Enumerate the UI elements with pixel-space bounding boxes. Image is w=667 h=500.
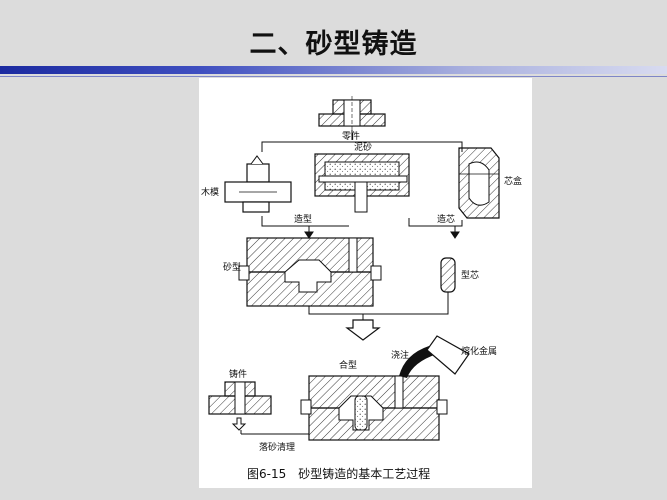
wood-pattern-drawing	[224, 155, 292, 213]
label-part: 零件	[342, 130, 360, 142]
label-assembly: 合型	[339, 359, 357, 371]
process-diagram: 零件 木模 泥砂 芯盒 造型 造芯	[199, 78, 532, 488]
part-drawing	[318, 96, 386, 130]
connector-middle	[261, 216, 463, 239]
casting-drawing	[208, 381, 309, 435]
label-casting: 铸件	[229, 368, 247, 380]
core-box-drawing	[458, 147, 500, 219]
label-mud-core: 泥砂	[354, 141, 372, 153]
label-wood-pattern: 木模	[201, 186, 219, 198]
connector-top	[261, 130, 463, 152]
label-core: 型芯	[461, 269, 479, 281]
core-sand-drawing	[314, 153, 410, 213]
label-molding: 造型	[294, 213, 312, 225]
label-molten-metal: 熔化金属	[461, 345, 497, 357]
label-core-making: 造芯	[437, 213, 455, 225]
assembled-mold-drawing	[300, 375, 448, 441]
label-shakeout: 落砂清理	[259, 441, 295, 453]
pouring-drawing	[399, 335, 470, 378]
slide-title: 二、砂型铸造	[249, 29, 418, 60]
label-pouring: 浇注	[391, 349, 409, 361]
connector-bottom	[308, 292, 449, 341]
figure-caption: 图6-15 砂型铸造的基本工艺过程	[247, 466, 430, 481]
title-rule-bar	[0, 66, 667, 74]
title-rule-line	[0, 76, 667, 77]
label-core-box: 芯盒	[504, 175, 522, 187]
sand-mold-drawing	[238, 237, 382, 307]
label-sand-mold: 砂型	[223, 261, 241, 273]
core-drawing	[440, 257, 456, 293]
